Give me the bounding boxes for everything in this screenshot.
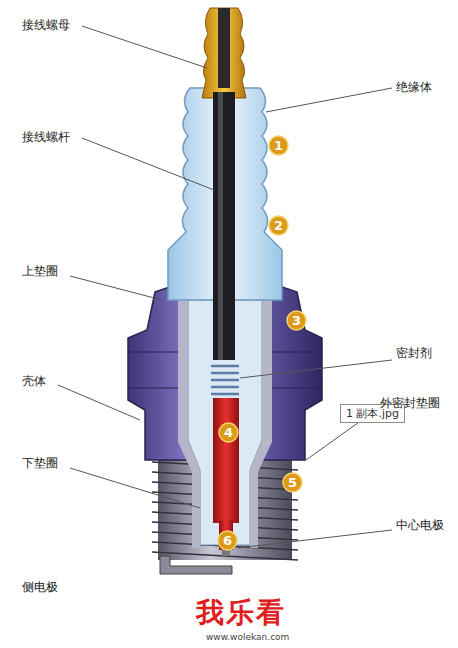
callout-number: 1 bbox=[268, 139, 289, 152]
callout-number: 4 bbox=[218, 426, 239, 439]
part-label: 上垫圈 bbox=[22, 264, 58, 278]
callout-number: 5 bbox=[282, 476, 303, 489]
callout-disc-shape bbox=[269, 136, 288, 155]
callout-disc-shape bbox=[219, 423, 238, 442]
part-label: 外密封垫圈 bbox=[380, 396, 440, 410]
callout-number: 3 bbox=[286, 314, 307, 327]
callout-disc-shape bbox=[218, 531, 237, 550]
part-label: 中心电极 bbox=[396, 518, 444, 532]
callout-disc-shape bbox=[287, 311, 306, 330]
part-label: 密封剂 bbox=[396, 346, 432, 360]
part-label: 下垫圈 bbox=[22, 456, 58, 470]
callout-disc-shape bbox=[269, 216, 288, 235]
part-label: 壳体 bbox=[22, 374, 46, 388]
part-label: 侧电极 bbox=[22, 580, 58, 594]
callout-circle: 5 bbox=[282, 472, 303, 493]
callout-circle: 6 bbox=[217, 530, 238, 551]
callout-disc-shape bbox=[283, 473, 302, 492]
watermark: www.wolekan.com bbox=[206, 632, 289, 643]
part-label: 接线螺杆 bbox=[22, 130, 70, 144]
callout-circle: 2 bbox=[268, 215, 289, 236]
watermark: 我乐看 bbox=[196, 596, 286, 630]
callout-circle: 4 bbox=[218, 422, 239, 443]
callout-circle: 3 bbox=[286, 310, 307, 331]
callout-circle: 1 bbox=[268, 135, 289, 156]
callout-number: 6 bbox=[217, 534, 238, 547]
part-label: 绝缘体 bbox=[396, 80, 432, 94]
callout-number: 2 bbox=[268, 219, 289, 232]
part-label: 接线螺母 bbox=[22, 18, 70, 32]
